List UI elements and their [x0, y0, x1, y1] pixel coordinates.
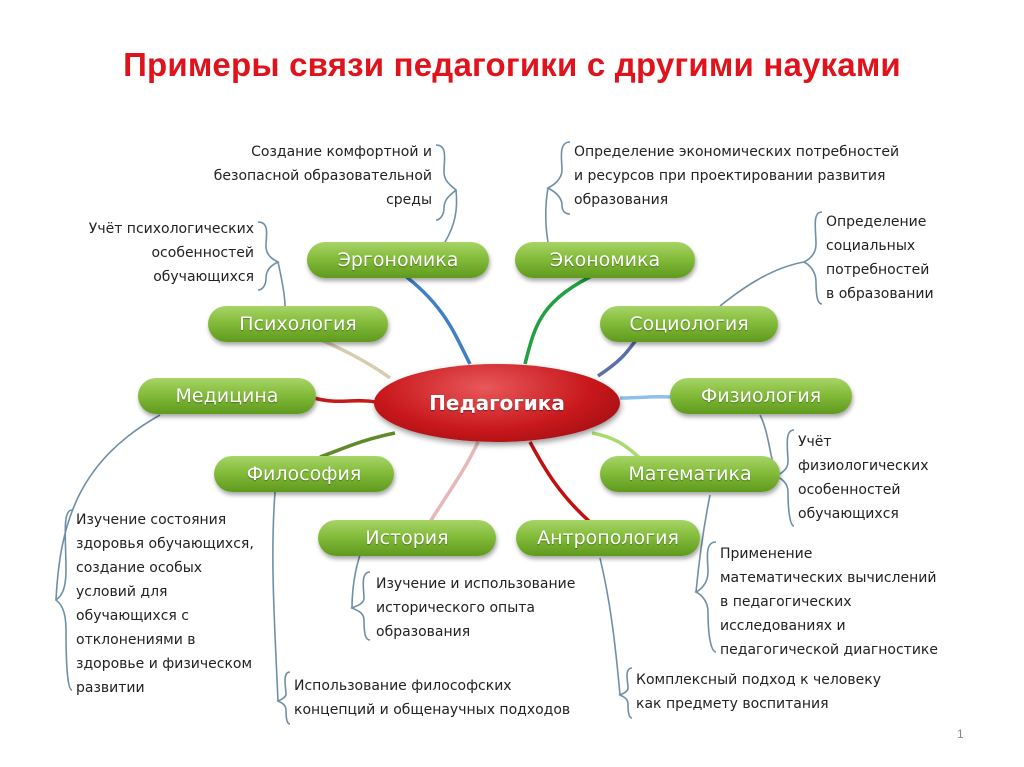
note-ergonomics: Создание комфортной и безопасной образов… — [213, 144, 432, 208]
link-sociology — [597, 334, 642, 378]
node-mathematics: Математика — [600, 456, 780, 492]
page-title: Примеры связи педагогики с другими наука… — [123, 46, 901, 83]
link-philosophy — [319, 431, 396, 459]
note-history: Изучение и использование исторического о… — [376, 576, 576, 640]
link-ergonomics — [398, 270, 472, 365]
bracket-history — [350, 571, 371, 641]
node-anthropology: Антропология — [516, 520, 700, 556]
link-economics — [523, 270, 601, 365]
bracket-ergonomics — [435, 144, 458, 221]
page-number: 1 — [957, 727, 964, 741]
note-psychology: Учёт психологических особенностей обучаю… — [88, 221, 254, 285]
note-sociology: Определение социальных потребностей в об… — [826, 214, 934, 302]
bracket-anthropology — [618, 667, 633, 719]
note-philosophy: Использование философских концепций и об… — [294, 678, 571, 718]
link-history — [428, 441, 480, 523]
bracket-sociology — [802, 211, 823, 305]
link-mathematics — [591, 431, 642, 460]
link-anthropology — [528, 441, 592, 524]
bracket-economics — [546, 141, 571, 215]
node-pedagogy: Педагогика — [374, 364, 620, 442]
node-ergonomics: Эргономика — [307, 242, 489, 278]
note-physiology: Учёт физиологических особенностей обучаю… — [798, 434, 929, 522]
link-physiology — [619, 394, 673, 400]
note-economics: Определение экономических потребностей и… — [574, 144, 900, 208]
note-anthropology: Комплексный подход к человеку как предме… — [636, 672, 881, 712]
node-physiology: Физиология — [670, 378, 852, 414]
node-psychology: Психология — [208, 306, 388, 342]
link-medicine — [313, 396, 377, 404]
note-mathematics: Применение математических вычислений в п… — [720, 546, 939, 658]
bracket-psychology — [257, 221, 280, 291]
node-philosophy: Философия — [214, 456, 394, 492]
note-medicine: Изучение состояния здоровья обучающихся,… — [76, 512, 254, 696]
node-sociology: Социология — [600, 306, 778, 342]
node-economics: Экономика — [515, 242, 695, 278]
node-history: История — [318, 520, 496, 556]
node-medicine: Медицина — [138, 378, 316, 414]
bracket-philosophy — [276, 671, 291, 725]
